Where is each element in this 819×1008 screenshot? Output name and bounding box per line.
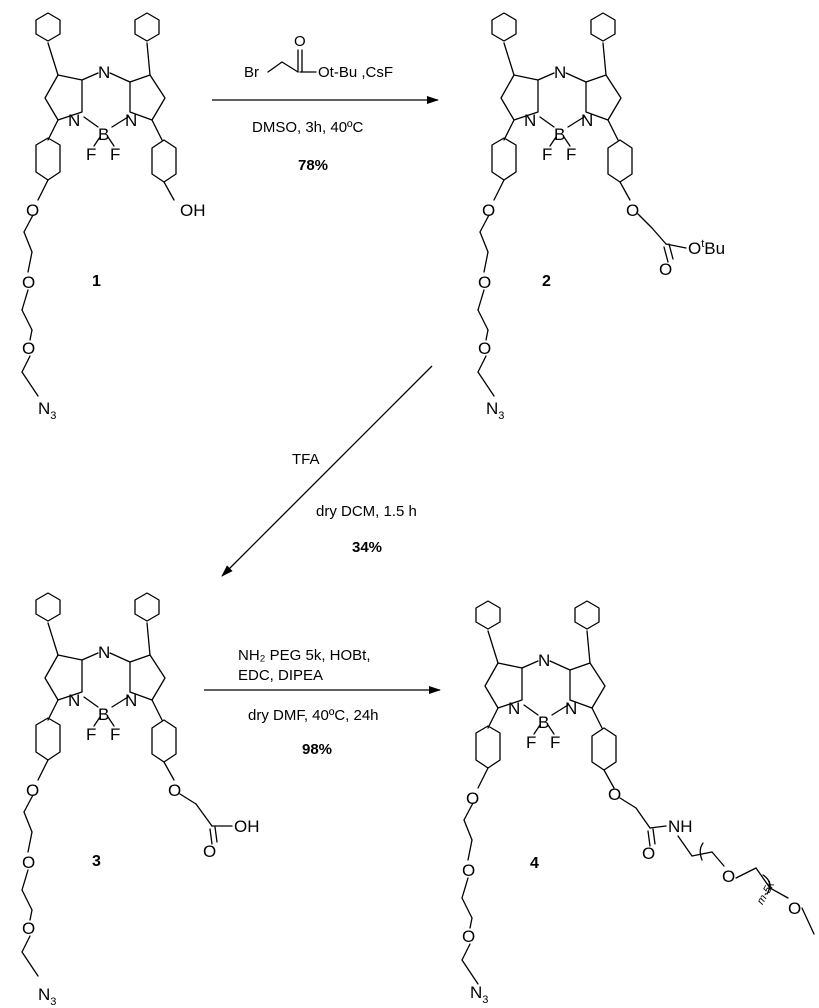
compound-number: 4	[530, 855, 539, 872]
atom-ether-o: O	[22, 919, 35, 938]
conditions-text: DMSO, 3h, 40ºC	[252, 119, 364, 136]
reagent-line-2: EDC, DIPEA	[238, 667, 323, 684]
atom-amide-nh: NH	[668, 817, 693, 836]
atom-fluorine-right: F	[566, 145, 576, 164]
atom-n-right: N	[125, 111, 137, 130]
atom-tbu-ester: OtBu	[688, 238, 725, 258]
atom-azide: N3	[38, 985, 56, 1008]
reaction-arrow	[221, 365, 433, 577]
atom-fluorine-left: F	[86, 145, 96, 164]
atom-peg-o: O	[722, 867, 735, 886]
compound-4-structure: N N N B F F O O O N3 O O NH O m-5k O	[461, 600, 815, 1006]
compound-2-structure: N N N B F F O O O N3 O O OtBu	[477, 12, 725, 422]
atom-n-left: N	[524, 111, 536, 130]
atom-ether-o: O	[466, 789, 479, 808]
atom-boron: B	[98, 705, 109, 724]
compound-3-structure: N N N B F F O O O N3 O O OH	[21, 592, 260, 1008]
atom-azide: N3	[486, 399, 504, 422]
atom-ether-o: O	[478, 273, 491, 292]
atom-ether-o: O	[482, 201, 495, 220]
atom-ether-o: O	[608, 785, 621, 804]
atom-carbonyl-o: O	[642, 844, 655, 863]
atom-ether-o: O	[462, 927, 475, 946]
atom-ether-o: O	[168, 781, 181, 800]
atom-ether-o: O	[22, 853, 35, 872]
atom-boron: B	[98, 125, 109, 144]
atom-n-left: N	[68, 691, 80, 710]
atom-carbonyl-o: O	[203, 842, 216, 861]
reaction-step-3: NH₂ PEG 5k, HOBt, EDC, DIPEA dry DMF, 40…	[204, 647, 441, 758]
compound-number: 1	[92, 273, 101, 290]
atom-fluorine-left: F	[542, 145, 552, 164]
atom-n-bridge: N	[554, 63, 566, 82]
reagent-text: TFA	[292, 451, 320, 468]
yield-text: 34%	[352, 539, 382, 556]
reagent-line-1: NH₂ PEG 5k, HOBt,	[238, 647, 371, 664]
atom-carbonyl-o: O	[659, 260, 672, 279]
atom-ether-o: O	[478, 339, 491, 358]
reaction-step-1: Br O Ot-Bu ,CsF DMSO, 3h, 40ºC 78%	[212, 33, 439, 174]
atom-boron: B	[538, 713, 549, 732]
atom-n-right: N	[581, 111, 593, 130]
reagent-carbonyl-o: O	[294, 33, 306, 50]
compound-number: 3	[92, 853, 101, 870]
atom-ether-o: O	[626, 201, 639, 220]
yield-text: 78%	[298, 157, 328, 174]
reagent-tbu-csf: Ot-Bu ,CsF	[318, 64, 393, 81]
atom-fluorine-left: F	[86, 725, 96, 744]
atom-fluorine-left: F	[526, 733, 536, 752]
conditions-text: dry DMF, 40ºC, 24h	[248, 707, 379, 724]
reagent-bromo: Br	[244, 64, 259, 81]
atom-ether-o: O	[462, 861, 475, 880]
atom-azide: N3	[38, 399, 56, 422]
atom-n-bridge: N	[98, 63, 110, 82]
atom-n-bridge: N	[538, 651, 550, 670]
atom-n-left: N	[508, 699, 520, 718]
atom-n-right: N	[125, 691, 137, 710]
atom-n-right: N	[565, 699, 577, 718]
reaction-step-2: TFA dry DCM, 1.5 h 34%	[221, 365, 433, 577]
atom-n-left: N	[68, 111, 80, 130]
atom-ether-o: O	[22, 339, 35, 358]
atom-boron: B	[554, 125, 565, 144]
atom-fluorine-right: F	[110, 145, 120, 164]
compound-number: 2	[542, 273, 551, 290]
atom-acid-oh: OH	[234, 817, 260, 836]
atom-hydroxyl: OH	[180, 201, 206, 220]
atom-fluorine-right: F	[110, 725, 120, 744]
atom-fluorine-right: F	[550, 733, 560, 752]
conditions-text: dry DCM, 1.5 h	[316, 503, 417, 520]
yield-text: 98%	[302, 741, 332, 758]
atom-ether-o: O	[26, 201, 39, 220]
atom-azide: N3	[470, 983, 488, 1006]
atom-methoxy-o: O	[788, 899, 801, 918]
compound-1-structure: N N N B F F O O O N3 OH	[21, 12, 206, 422]
atom-ether-o: O	[22, 273, 35, 292]
atom-ether-o: O	[26, 781, 39, 800]
atom-n-bridge: N	[98, 643, 110, 662]
peg-repeat-label: m-5k	[755, 879, 778, 907]
